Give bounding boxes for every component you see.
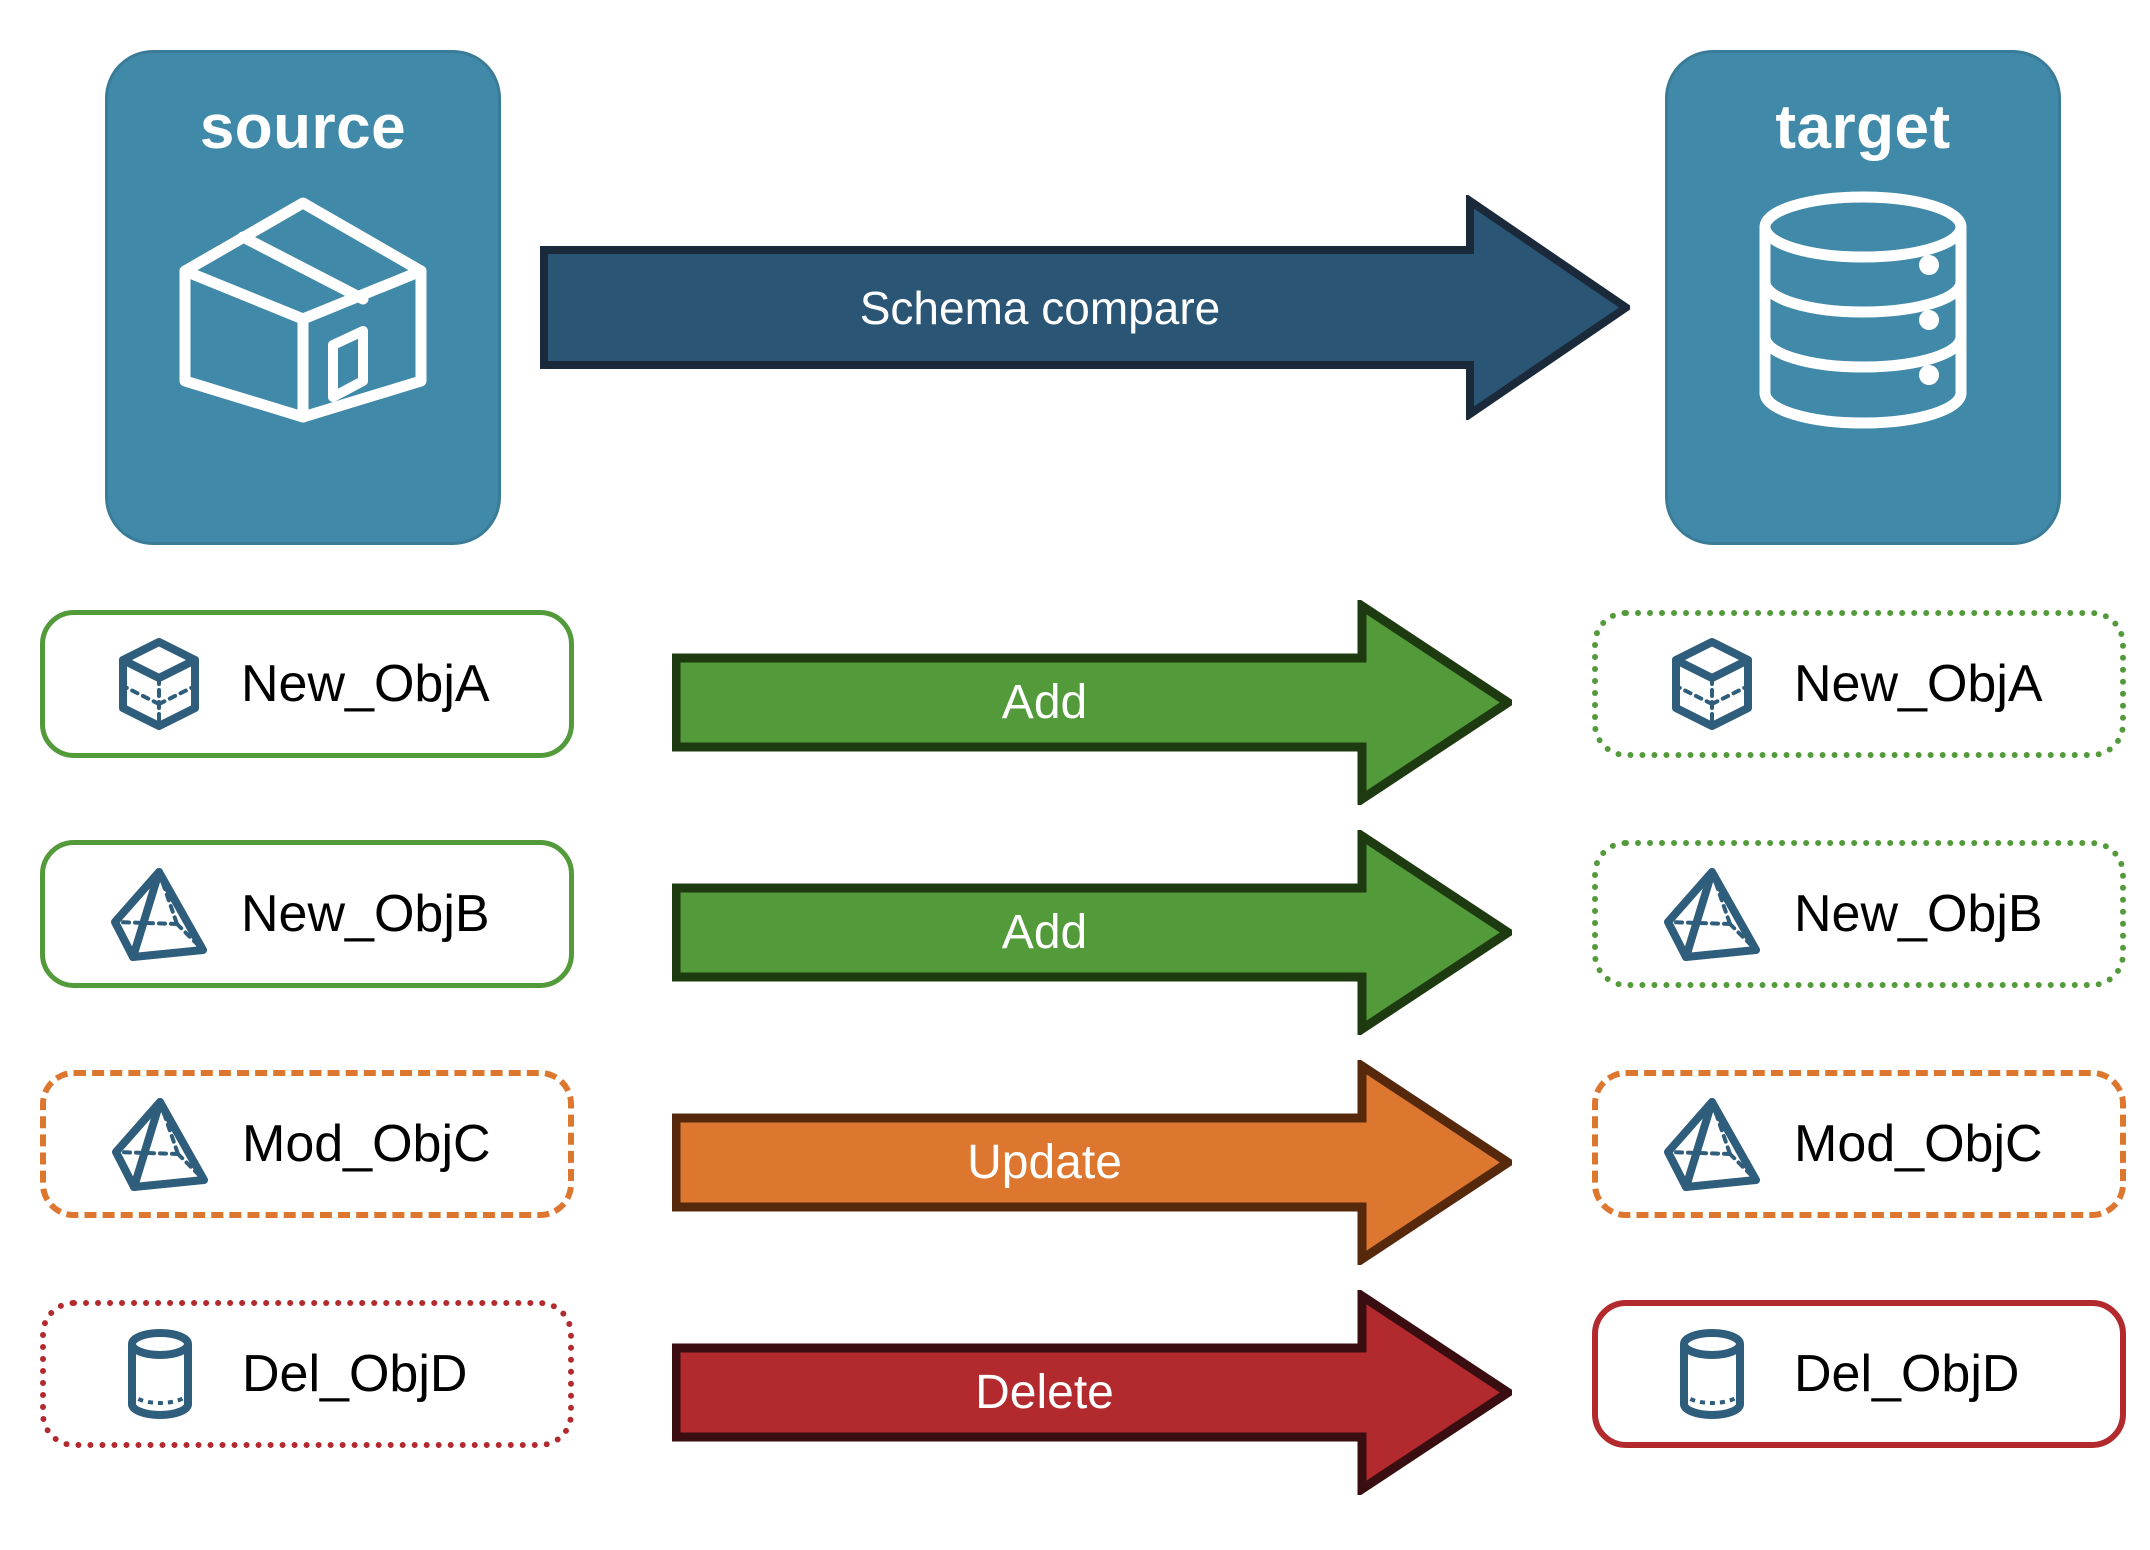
schema-compare-arrow: Schema compare [540, 193, 1634, 422]
source-object-row[interactable]: New_ObjA [40, 610, 574, 758]
source-object-label: Mod_ObjC [242, 1115, 491, 1173]
cube-wireframe-icon [107, 632, 211, 736]
source-object-row[interactable]: Mod_ObjC [40, 1070, 574, 1218]
target-object-label: Del_ObjD [1794, 1345, 2020, 1403]
action-arrow-add: Add [671, 827, 1517, 1038]
target-object-label: Mod_ObjC [1794, 1115, 2043, 1173]
target-object-row[interactable]: Del_ObjD [1592, 1300, 2126, 1448]
target-object-label: New_ObjA [1794, 655, 2043, 713]
target-title: target [1775, 93, 1951, 162]
source-title: source [199, 93, 407, 162]
package-box-icon [173, 185, 433, 435]
database-cylinder-icon [1733, 185, 1993, 435]
source-object-label: New_ObjB [241, 885, 490, 943]
target-object-row[interactable]: Mod_ObjC [1592, 1070, 2126, 1218]
target-object-label: New_ObjB [1794, 885, 2043, 943]
pyramid-wireframe-icon [1660, 862, 1764, 966]
cylinder-icon [1660, 1322, 1764, 1426]
action-arrow-delete: Delete [671, 1287, 1517, 1498]
source-object-label: Del_ObjD [242, 1345, 468, 1403]
target-object-row[interactable]: New_ObjA [1592, 610, 2126, 758]
pyramid-wireframe-icon [107, 862, 211, 966]
action-arrow-update: Update [671, 1057, 1517, 1268]
cube-wireframe-icon [1660, 632, 1764, 736]
target-panel: target [1665, 50, 2061, 545]
action-arrow-add: Add [671, 597, 1517, 808]
pyramid-wireframe-icon [1660, 1092, 1764, 1196]
source-object-label: New_ObjA [241, 655, 490, 713]
source-panel: source [105, 50, 501, 545]
source-object-row[interactable]: Del_ObjD [40, 1300, 574, 1448]
pyramid-wireframe-icon [108, 1092, 212, 1196]
cylinder-icon [108, 1322, 212, 1426]
source-object-row[interactable]: New_ObjB [40, 840, 574, 988]
target-object-row[interactable]: New_ObjB [1592, 840, 2126, 988]
